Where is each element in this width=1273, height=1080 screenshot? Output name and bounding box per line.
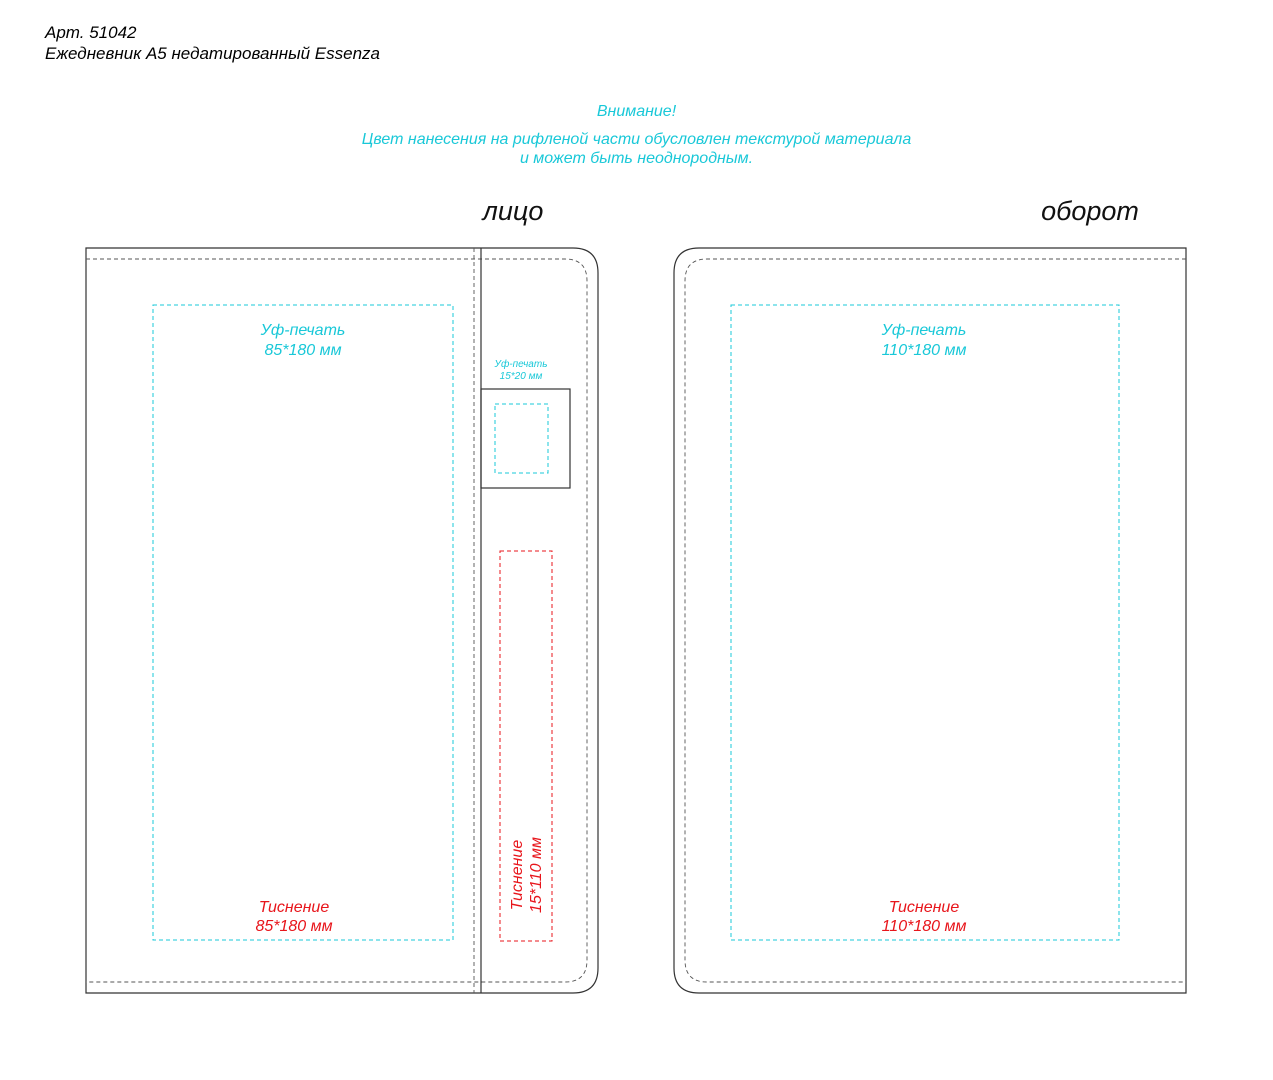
strap-uv-label: Уф-печать — [494, 358, 548, 370]
strap-emboss-area — [499, 550, 553, 942]
front-cover-outline — [85, 247, 599, 994]
back-stitch-line — [684, 258, 1186, 983]
front-cover: Уф-печать 85*180 мм Тиснение 85*180 мм У… — [85, 247, 599, 994]
back-uv-label: Уф-печать — [881, 322, 967, 339]
notice-line-2: и может быть неоднородным. — [519, 150, 754, 167]
back-title: оборот — [1041, 196, 1139, 226]
back-emboss-label: Тиснение — [889, 899, 960, 916]
front-print-area — [152, 304, 454, 941]
back-emboss-size: 110*180 мм — [882, 918, 967, 935]
strap-emboss-size: 15*110 мм — [528, 837, 545, 913]
back-print-area — [730, 304, 1120, 941]
front-emboss-size: 85*180 мм — [255, 918, 332, 935]
product-name: Ежедневник А5 недатированный Essenza — [45, 44, 381, 63]
front-title: лицо — [482, 196, 544, 226]
front-uv-label: Уф-печать — [260, 322, 346, 339]
front-stitch-line — [86, 258, 588, 983]
strap-print-area — [494, 403, 549, 474]
notice-title: Внимание! — [596, 103, 677, 120]
back-uv-size: 110*180 мм — [882, 342, 967, 359]
back-cover: Уф-печать 110*180 мм Тиснение 110*180 мм — [673, 247, 1187, 994]
front-emboss-label: Тиснение — [259, 899, 330, 916]
strap-uv-size: 15*20 мм — [500, 371, 543, 382]
strap-plate — [480, 388, 571, 489]
strap-emboss-label: Тиснение — [509, 840, 526, 911]
notice-line-1: Цвет нанесения на рифленой части обуслов… — [361, 131, 912, 148]
article-number: Арт. 51042 — [45, 23, 137, 42]
back-cover-outline — [673, 247, 1187, 994]
front-uv-size: 85*180 мм — [264, 342, 341, 359]
